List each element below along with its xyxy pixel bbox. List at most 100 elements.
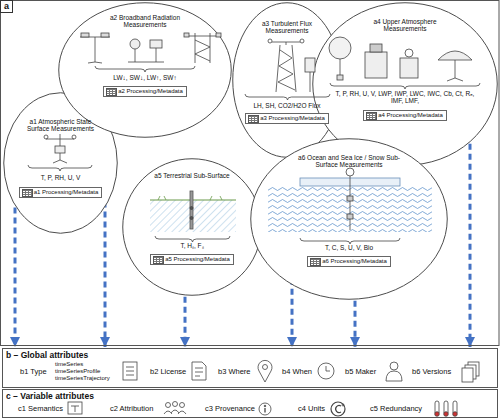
text-slot: a3 Turbulent Flux Measurements — [256, 20, 318, 35]
attribute-label: b6 Versions — [412, 367, 451, 376]
text-slot: a5 Processing/Metadata — [150, 254, 234, 265]
dashed-arrow — [184, 297, 187, 347]
text-slot: a6 Processing/Metadata — [307, 256, 391, 267]
tag-text: a — [0, 0, 13, 13]
vars-text: T, P, RH, U, V, LWP, IWP, LWC, IWC, Cb, … — [330, 90, 480, 105]
text-slot: T, Hₛ, Fₛ — [147, 242, 237, 249]
license-icon — [192, 362, 206, 380]
text-slot: c4 Units — [298, 404, 325, 413]
proc-text: a2 Processing/Metadata — [103, 86, 187, 97]
attribute-label: b3 Where — [218, 367, 251, 376]
brace — [300, 238, 400, 244]
text-slot: timeSeries — [55, 361, 83, 368]
panel-rect — [1, 1, 500, 346]
title-text: a6 Ocean and Sea Ice / Snow Sub-Surface … — [293, 154, 405, 169]
attribute-label: c2 Attribution — [110, 404, 153, 413]
ocean-ice-icon — [268, 168, 432, 232]
text-slot: a1 Atmospheric State Surface Measurement… — [18, 118, 103, 133]
text-slot: a4 Processing/Metadata — [363, 110, 447, 121]
dashed-arrow — [354, 301, 357, 347]
brace — [95, 66, 195, 72]
text-slot: a3 Processing/Metadata — [245, 113, 329, 124]
brace — [330, 83, 480, 89]
title-text: a4 Upper Atmosphere Measurements — [355, 18, 455, 33]
proc-text: a5 Processing/Metadata — [150, 254, 234, 265]
text-slot: c3 Provenance — [205, 404, 255, 413]
proc-text: a1 Processing/Metadata — [19, 187, 103, 198]
text-slot: a4 Upper Atmosphere Measurements — [355, 18, 455, 33]
text-slot: a — [0, 0, 13, 13]
attribute-label: b2 License — [150, 367, 186, 376]
attribute-label: timeSeries — [55, 361, 83, 368]
text-slot: LW↓, SW↓, LW↑, SW↑ — [85, 74, 205, 81]
btitle-text: c – Variable attributes — [6, 391, 94, 401]
versions-icon — [462, 362, 479, 382]
radiometer-icons — [80, 33, 221, 63]
text-slot: a2 Broadband Radiation Measurements — [95, 14, 195, 29]
type-icon — [123, 362, 137, 380]
attribute-label: b1 Type — [20, 367, 47, 376]
text-slot: timeSeriesTrajectory — [55, 375, 110, 382]
ellipse-shape — [123, 159, 262, 296]
proc-text: a4 Processing/Metadata — [363, 110, 447, 121]
attribute-label: b4 When — [282, 367, 312, 376]
text-slot: b1 Type — [20, 367, 47, 376]
attribute-label: c1 Semantics — [18, 404, 63, 413]
attribute-label: timeSeriesTrajectory — [55, 375, 110, 382]
title-text: a2 Broadband Radiation Measurements — [95, 14, 195, 29]
text-slot: b5 Maker — [345, 367, 376, 376]
brace-group — [28, 66, 480, 244]
dashed-arrow — [469, 144, 472, 347]
attribute-label: b5 Maker — [345, 367, 376, 376]
text-slot: a1 Processing/Metadata — [19, 187, 103, 198]
text-slot: T, P, RH, U, V, LWP, IWP, LWC, IWC, Cb, … — [330, 90, 480, 105]
text-slot: a5 Terrestrial Sub-Surface — [151, 172, 233, 179]
title-text: a3 Turbulent Flux Measurements — [256, 20, 318, 35]
text-slot: T, P, RH, U, V — [16, 174, 106, 181]
maker-icon — [386, 362, 402, 381]
flux-tower-icon — [268, 39, 315, 92]
upper-air-instruments — [329, 37, 472, 81]
proc-text: a3 Processing/Metadata — [245, 113, 329, 124]
text-slot: b4 When — [282, 367, 312, 376]
attribute-label: timeSeriesProfile — [55, 368, 100, 375]
attribution-icon — [164, 402, 186, 415]
text-slot: timeSeriesProfile — [55, 368, 100, 375]
vars-text: T, C, S, U, V, Bio — [289, 244, 409, 251]
text-slot: T, C, S, U, V, Bio — [289, 244, 409, 251]
weather-station-icon — [44, 134, 76, 163]
ellipse-shape — [59, 3, 232, 138]
text-slot: b2 License — [150, 367, 186, 376]
vars-text: LW↓, SW↓, LW↑, SW↑ — [85, 74, 205, 81]
measurement-ellipse: a2 Broadband Radiation MeasurementsLW↓, … — [58, 2, 232, 138]
text-slot: LH, SH, CO2/H2O Flux — [242, 102, 332, 109]
ellipse-shape — [251, 139, 448, 300]
proc-text: a6 Processing/Metadata — [307, 256, 391, 267]
vars-text: T, P, RH, U, V — [16, 174, 106, 181]
btitle-text: b – Global attributes — [6, 350, 88, 360]
text-slot: c2 Attribution — [110, 404, 153, 413]
redundancy-icon — [435, 401, 458, 416]
text-slot: a6 Ocean and Sea Ice / Snow Sub-Surface … — [293, 154, 405, 169]
soil-profile-icon — [150, 191, 236, 232]
text-slot: b6 Versions — [412, 367, 451, 376]
dashed-arrow — [14, 207, 17, 347]
text-slot: c5 Redundancy — [370, 404, 422, 413]
units-icon — [331, 402, 345, 416]
attribute-label: c4 Units — [298, 404, 325, 413]
title-text: a1 Atmospheric State Surface Measurement… — [18, 118, 103, 133]
vars-text: LH, SH, CO2/H2O Flux — [242, 102, 332, 109]
text-slot: c – Variable attributes — [6, 391, 94, 401]
text-slot: b – Global attributes — [6, 350, 88, 360]
text-slot: c1 Semantics — [18, 404, 63, 413]
attribute-label: c5 Redundancy — [370, 404, 422, 413]
brace — [245, 94, 330, 100]
semantics-icon — [68, 402, 82, 414]
clock-icon — [318, 363, 334, 379]
panel-frame: a1 Atmospheric State Surface Measurement… — [0, 0, 500, 346]
location-icon — [258, 360, 272, 382]
brace — [155, 236, 230, 242]
vars-text: T, Hₛ, Fₛ — [147, 242, 237, 249]
text-slot: b3 Where — [218, 367, 251, 376]
